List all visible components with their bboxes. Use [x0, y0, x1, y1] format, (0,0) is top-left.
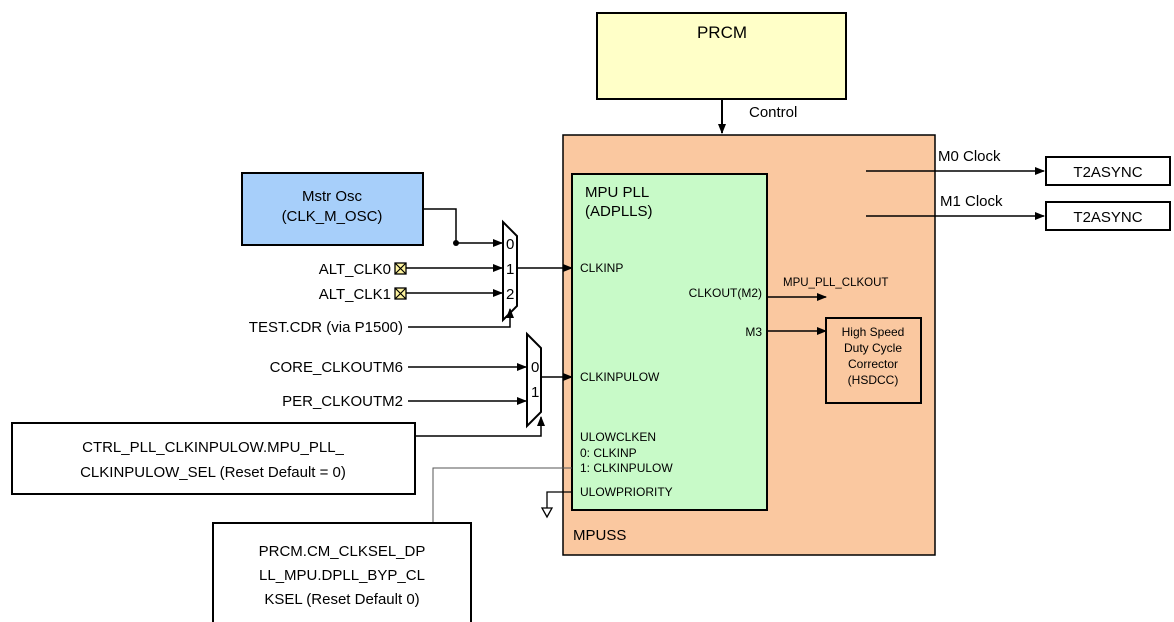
per-clkoutm2-label: PER_CLKOUTM2: [282, 393, 403, 410]
mstr-osc-block: [241, 172, 424, 246]
mux1-input-2: 2: [506, 286, 514, 303]
hsdcc-block: [825, 317, 922, 404]
mux2-input-1: 1: [531, 384, 539, 401]
ground-icon: [540, 507, 554, 519]
alt-clk1-label: ALT_CLK1: [319, 286, 391, 303]
t2async-box-2: [1045, 201, 1171, 231]
alt-clk0-pad-cross: [394, 262, 407, 275]
mpu-pll-subtitle: (ADPLLS): [585, 203, 653, 220]
prcm-register-line1: PRCM.CM_CLKSEL_DP: [259, 543, 426, 560]
mux1-shape: [502, 219, 518, 323]
mpu-pll-block: [571, 173, 768, 511]
prcm-block: [596, 12, 847, 100]
alt-clk0-label: ALT_CLK0: [319, 261, 391, 278]
mpuss-label: MPUSS: [573, 527, 626, 544]
mux1-input-1: 1: [506, 261, 514, 278]
ctrl-register-line1: CTRL_PLL_CLKINPULOW.MPU_PLL_: [82, 439, 344, 456]
prcm-register-line3: KSEL (Reset Default 0): [264, 591, 419, 608]
ctrl-select-arrow: [415, 416, 545, 437]
ulowclken-option-1: 1: CLKINPULOW: [580, 461, 673, 475]
control-label: Control: [749, 104, 797, 121]
hsdcc-line1: High Speed: [842, 325, 905, 339]
hsdcc-line4: (HSDCC): [848, 373, 899, 387]
ctrl-register-line2: CLKINPULOW_SEL (Reset Default = 0): [80, 464, 346, 481]
t2async-label-2: T2ASYNC: [1073, 209, 1142, 226]
clkout-port: CLKOUT(M2): [689, 286, 762, 300]
hsdcc-line3: Corrector: [848, 357, 898, 371]
mpu-pll-title: MPU PLL: [585, 184, 649, 201]
osc-wire: [423, 208, 457, 243]
hsdcc-line2: Duty Cycle: [844, 341, 902, 355]
ulowclken-option-0: 0: CLKINP: [580, 446, 637, 460]
mpu-pll-clkout-signal: MPU_PLL_CLKOUT: [783, 277, 888, 289]
prcm-label: PRCM: [697, 23, 747, 42]
alt-clk1-pad-cross: [394, 287, 407, 300]
t2async-box-1: [1045, 156, 1171, 186]
test-cdr-select-arrow: [408, 308, 514, 328]
mstr-osc-line1: Mstr Osc: [302, 188, 362, 205]
mux2-input-0: 0: [531, 359, 539, 376]
m3-port: M3: [745, 325, 762, 339]
ulowclken-port: ULOWCLKEN: [580, 430, 656, 444]
ulowclken-wire: [432, 467, 572, 523]
m1-clock-label: M1 Clock: [940, 193, 1003, 210]
t2async-label-1: T2ASYNC: [1073, 164, 1142, 181]
mux2-shape: [526, 331, 542, 429]
clkinpulow-port: CLKINPULOW: [580, 370, 660, 384]
core-clkoutm6-label: CORE_CLKOUTM6: [270, 359, 403, 376]
prcm-register-line2: LL_MPU.DPLL_BYP_CL: [259, 567, 425, 584]
clkinp-port: CLKINP: [580, 261, 623, 275]
mstr-osc-line2: (CLK_M_OSC): [282, 208, 383, 225]
m0-clock-label: M0 Clock: [938, 148, 1001, 165]
ctrl-register-box: [11, 422, 416, 495]
test-cdr-label: TEST.CDR (via P1500): [249, 319, 403, 336]
prcm-register-box: [212, 522, 472, 622]
mux1-input-0: 0: [506, 236, 514, 253]
ulowpriority-port: ULOWPRIORITY: [580, 485, 673, 499]
ulowpriority-wire: [546, 491, 572, 508]
